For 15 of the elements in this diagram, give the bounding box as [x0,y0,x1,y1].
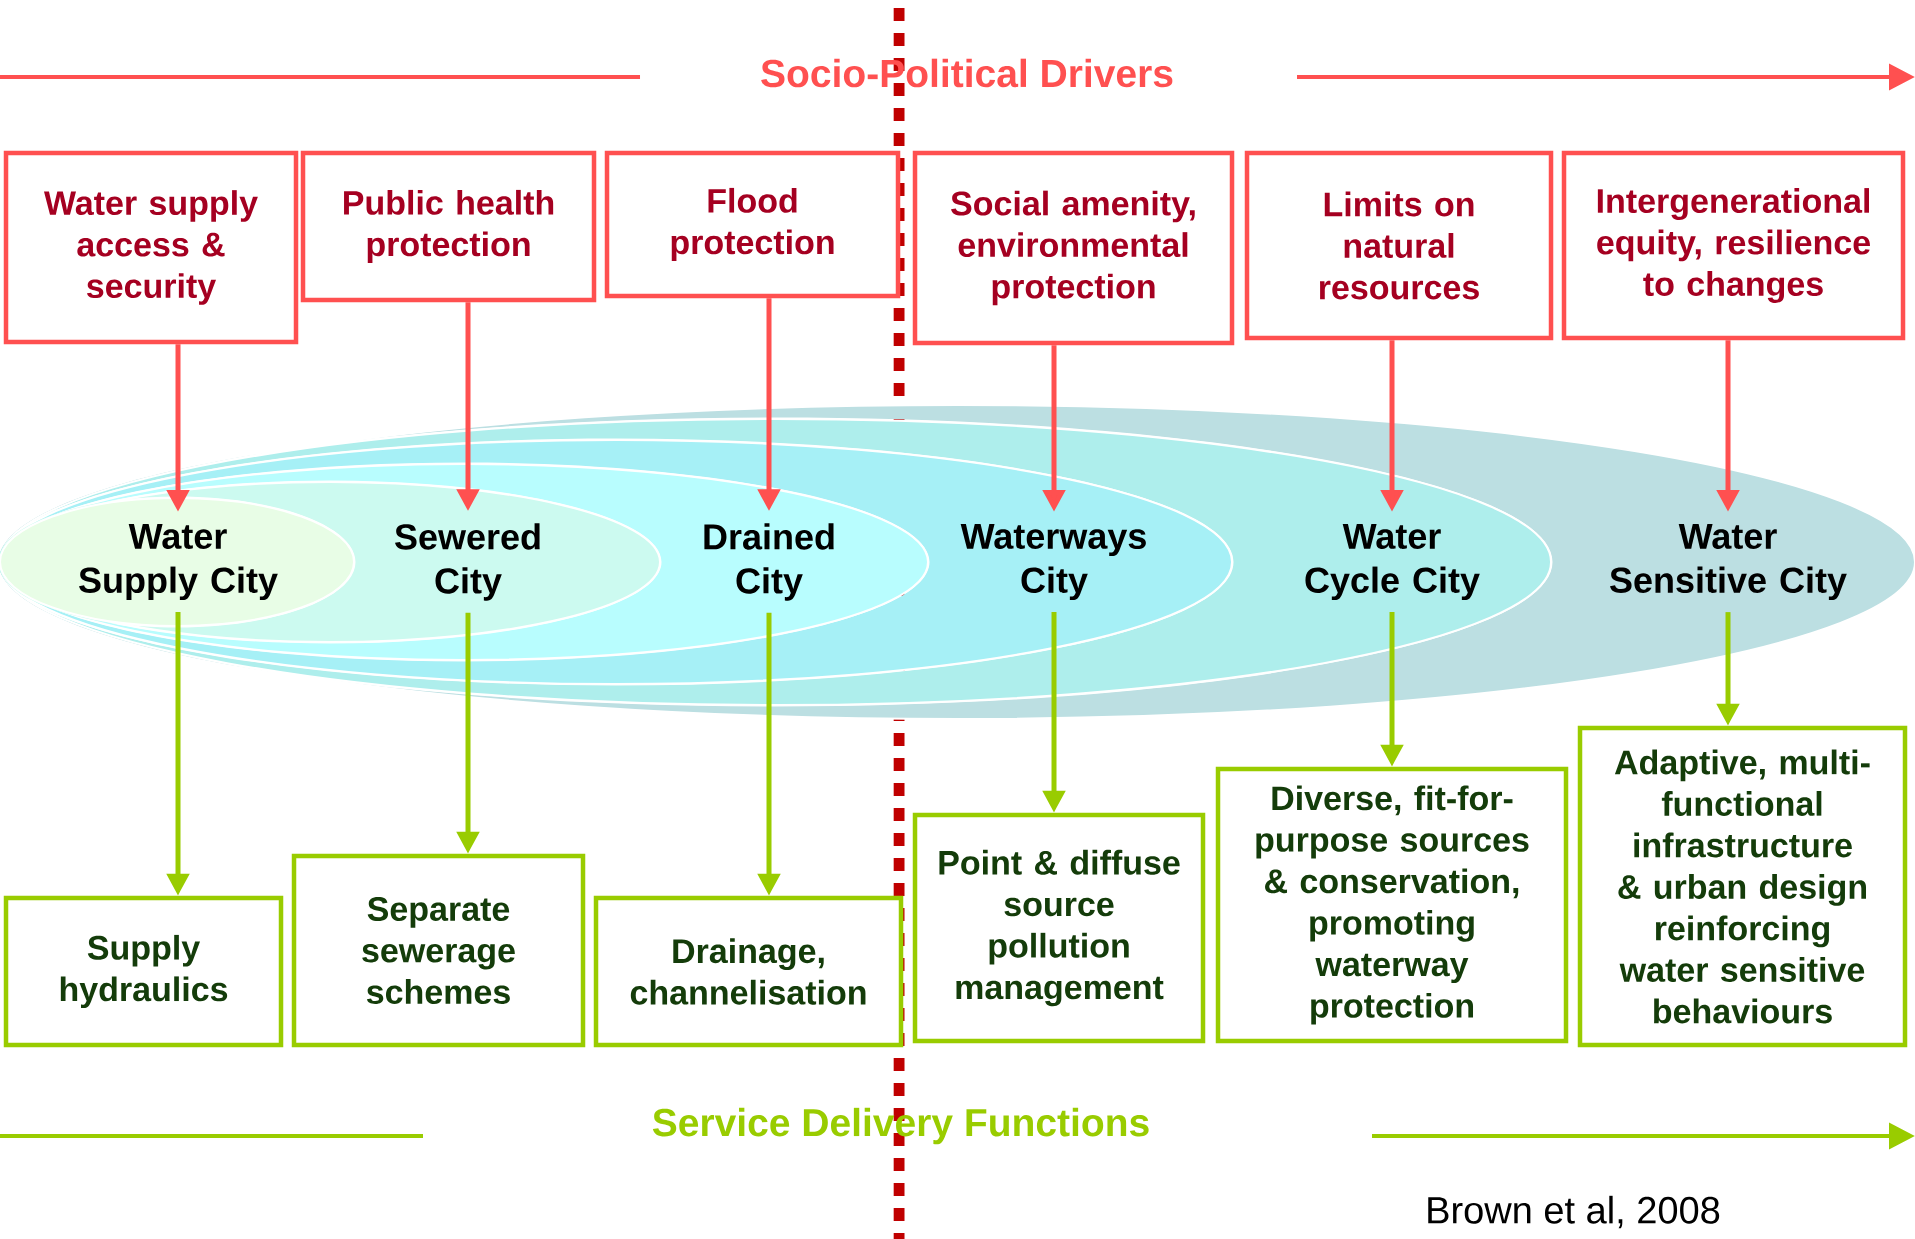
driver-box: Limits on natural resources [1244,150,1554,341]
section-heading: Socio-Political Drivers [761,58,1173,88]
driver-box: Social amenity, environmental protection [912,150,1235,346]
function-box: Adaptive, multi-functional infrastructure & urban design reinforcing water sensitive behaviours [1577,725,1908,1048]
function-box: Point & diffuse source pollution management [912,812,1206,1044]
driver-box: Water supply access & security [3,150,299,345]
driver-box: Flood protection [604,150,901,299]
function-box: Separate sewerage schemes [291,853,586,1048]
function-box: Drainage, channelisation [593,895,904,1048]
driver-box: Intergenerational equity, resilience to changes [1561,150,1906,341]
function-box: Supply hydraulics [3,895,284,1048]
driver-box: Public health protection [300,150,597,303]
citation: Brown et al, 2008 [1428,1195,1720,1229]
section-heading: Service Delivery Functions [652,1107,1149,1145]
function-box: Diverse, fit-for-purpose sources & conservation, promoting waterway protection [1215,766,1569,1044]
